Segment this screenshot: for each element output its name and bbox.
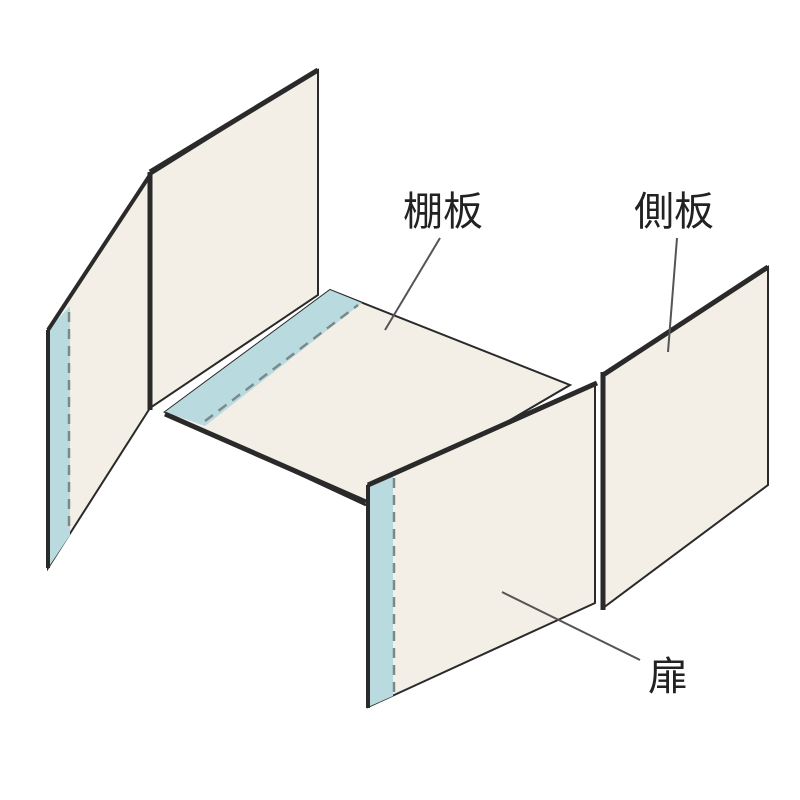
left-side-board bbox=[147, 67, 320, 410]
side-board-label: 側板 bbox=[634, 189, 714, 235]
left-door-panel bbox=[46, 171, 152, 572]
door-label: 扉 bbox=[648, 654, 688, 700]
shelf-board-leader-line bbox=[384, 237, 441, 331]
shelf-board-dashed-line bbox=[204, 304, 359, 422]
shelf-board-edge-strip bbox=[165, 290, 362, 426]
front-door-edge-strip bbox=[368, 474, 393, 707]
front-door-top-edge bbox=[366, 380, 599, 488]
right-side-board-top-edge bbox=[601, 264, 770, 378]
shelf-board-front-edge bbox=[163, 411, 368, 505]
door-leader-line bbox=[501, 591, 641, 661]
shelf-board bbox=[163, 288, 573, 507]
right-side-board bbox=[600, 264, 770, 610]
left-side-board-top-edge bbox=[148, 67, 320, 175]
shelf-board-label: 棚板 bbox=[403, 189, 483, 235]
left-door-top-edge bbox=[46, 173, 152, 332]
side-board-leader-line bbox=[667, 237, 678, 353]
left-door-edge-strip bbox=[48, 306, 70, 568]
front-door-panel bbox=[366, 380, 599, 709]
